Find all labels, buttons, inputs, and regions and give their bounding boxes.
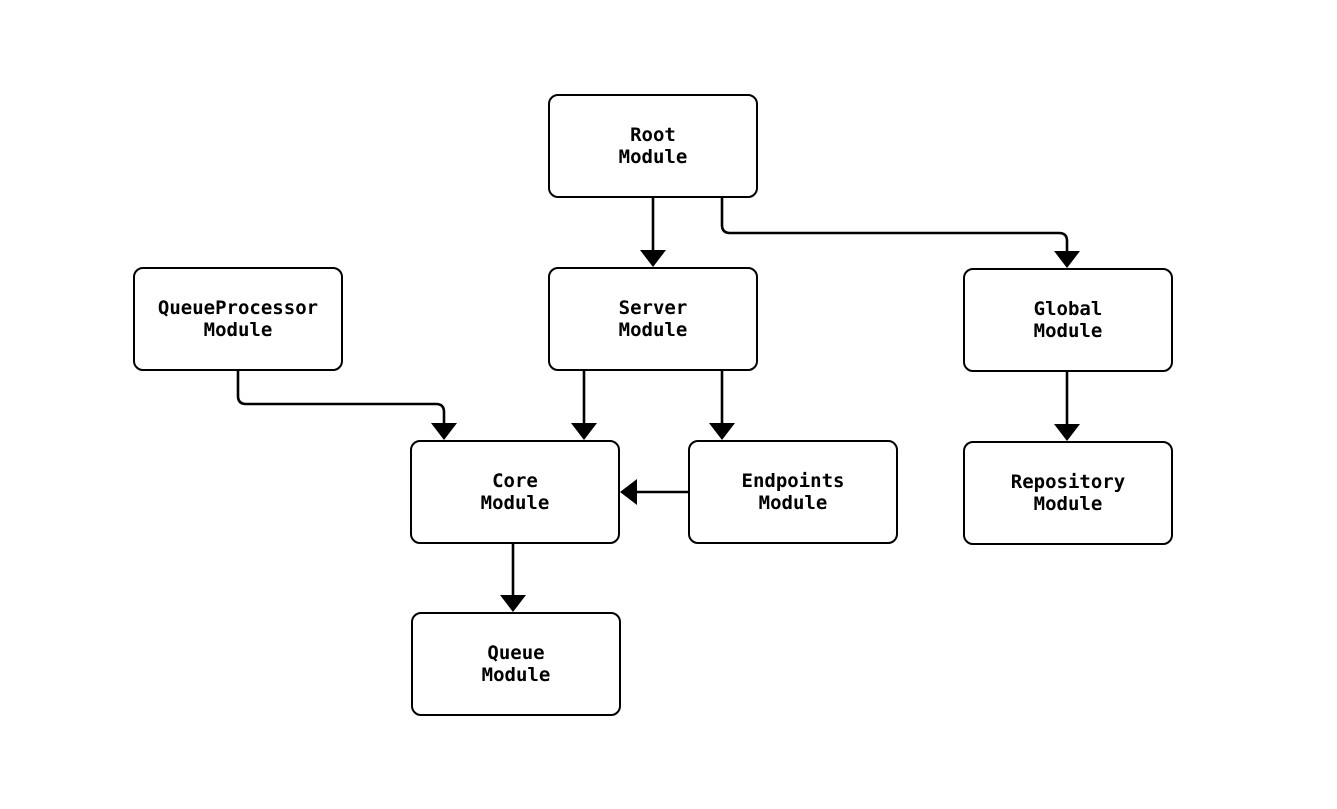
node-queueprocessor-module: QueueProcessor Module	[133, 267, 343, 371]
node-global-module: Global Module	[963, 268, 1173, 372]
edge-core-to-queue	[500, 544, 526, 612]
node-label: Module	[758, 492, 828, 514]
node-label: Module	[480, 492, 550, 514]
edge-root-to-global	[720, 198, 1080, 268]
arrowhead-icon	[1054, 424, 1080, 441]
node-label: Core	[492, 470, 538, 492]
arrowhead-icon	[709, 423, 735, 440]
arrowhead-icon	[500, 595, 526, 612]
node-server-module: Server Module	[548, 267, 758, 371]
node-label: Module	[203, 319, 273, 341]
edge-root-to-server	[640, 198, 666, 267]
node-label: Queue	[487, 642, 545, 664]
edge-queueprocessor-to-core	[236, 371, 457, 440]
node-label: Global	[1033, 298, 1103, 320]
node-label: Repository	[1010, 471, 1126, 493]
arrowhead-icon	[1054, 251, 1080, 268]
node-label: Endpoints	[741, 470, 845, 492]
node-label: Module	[481, 664, 551, 686]
node-label: Module	[1033, 493, 1103, 515]
node-core-module: Core Module	[410, 440, 620, 544]
edge-global-to-repository	[1054, 372, 1080, 441]
node-label: QueueProcessor	[157, 297, 319, 319]
arrowhead-icon	[571, 423, 597, 440]
node-repository-module: Repository Module	[963, 441, 1173, 545]
node-label: Module	[1033, 320, 1103, 342]
arrowhead-icon	[431, 423, 457, 440]
node-label: Module	[618, 146, 688, 168]
node-root-module: Root Module	[548, 94, 758, 198]
edge-server-to-endpoints	[709, 371, 735, 440]
edge-server-to-core	[571, 371, 597, 440]
node-queue-module: Queue Module	[411, 612, 621, 716]
node-label: Root	[630, 124, 676, 146]
node-endpoints-module: Endpoints Module	[688, 440, 898, 544]
node-label: Module	[618, 319, 688, 341]
arrowhead-icon	[640, 250, 666, 267]
arrowhead-icon	[620, 479, 637, 505]
node-label: Server	[618, 297, 688, 319]
edge-endpoints-to-core	[620, 479, 688, 505]
